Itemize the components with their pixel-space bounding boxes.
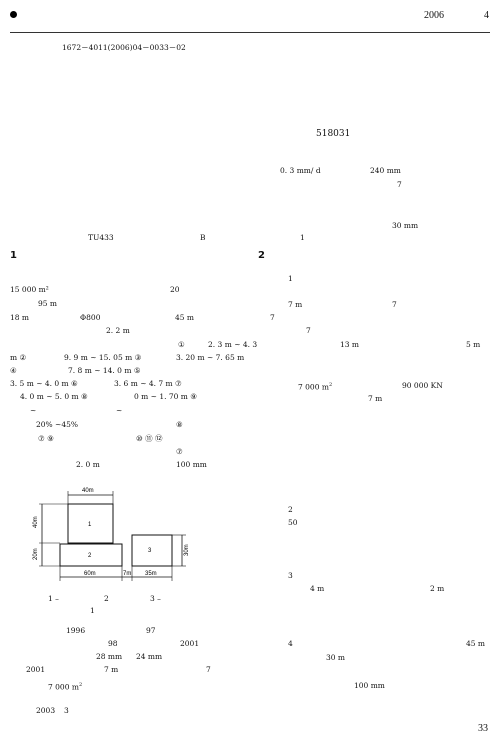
body-text: 3. 20 m ~ 7. 65 m [176, 353, 245, 362]
body-text: 28 mm [96, 652, 123, 661]
block-2 [59, 543, 123, 567]
body-text: 100 mm [354, 681, 385, 690]
body-text: 3. 6 m ~ 4. 7 m ⑦ [114, 379, 182, 388]
abstract-text: 240 mm [370, 166, 401, 175]
header-issue: 4 [484, 10, 489, 21]
dim-bottom1-label: 60m [84, 571, 96, 577]
body-text: 13 m [340, 340, 360, 349]
body-text: ④ [10, 366, 17, 375]
body-text: ~ [30, 406, 37, 415]
body-text: ① [178, 340, 185, 349]
body-text: 7 m [368, 394, 383, 403]
body-text: 30 m [326, 653, 346, 662]
class-code: TU433 [88, 233, 114, 242]
body-text: 20 [170, 285, 180, 294]
body-text: Φ800 [80, 313, 101, 322]
body-text: 4 m [310, 584, 325, 593]
dim-right-label: 30m [184, 544, 190, 556]
body-text: ⑦ ⑨ [38, 434, 54, 443]
dim-top-label: 40m [82, 488, 94, 494]
figure-caption: 2 [104, 594, 109, 603]
body-text: ⑩ ⑪ ⑫ [136, 434, 163, 443]
body-text: 7 [206, 665, 211, 674]
page-number: 33 [478, 723, 488, 734]
body-text: 4 [288, 639, 293, 648]
body-text: 7 [306, 326, 311, 335]
body-text: m ② [10, 353, 27, 362]
block-3 [131, 534, 173, 567]
block-1 [67, 503, 114, 544]
figure-caption: 1 – [48, 594, 59, 603]
body-text: 98 [108, 639, 118, 648]
body-text: 2. 3 m ~ 4. 3 [208, 340, 258, 349]
dim-left2-label: 20m [33, 548, 39, 560]
body-text: 50 [288, 518, 298, 527]
body-text: 7 [392, 300, 397, 309]
body-text: 7 000 m2 [48, 682, 83, 692]
body-text: 1 [288, 274, 293, 283]
body-text: 90 000 KN [402, 381, 443, 390]
block-1-label: 1 [88, 522, 92, 528]
dim-bottom3-label: 35m [145, 571, 157, 577]
body-text: 0 m ~ 1. 70 m ⑨ [134, 392, 198, 401]
body-text: 3 [64, 706, 69, 715]
abstract-text: 30 mm [392, 221, 419, 230]
body-text: 7. 8 m ~ 14. 0 m ⑤ [68, 366, 141, 375]
body-text: 5 m [466, 340, 481, 349]
body-text: 9. 9 m ~ 15. 05 m ③ [64, 353, 142, 362]
body-text: 45 m [175, 313, 195, 322]
body-text: 7 000 m2 [298, 382, 333, 392]
journal-mark [10, 11, 17, 18]
abstract-text: 1 [300, 233, 305, 242]
body-text: 2 [288, 505, 293, 514]
body-text: ⑧ [176, 420, 183, 429]
body-text: 45 m [466, 639, 486, 648]
body-text: 7 m [288, 300, 303, 309]
body-text: 2003 [36, 706, 56, 715]
body-text: 24 mm [136, 652, 163, 661]
body-text: 95 m [38, 299, 58, 308]
issn-line: 1672－4011(2006)04－0033－02 [62, 43, 186, 52]
body-text: 2 m [430, 584, 445, 593]
body-text: 15 000 m² [10, 285, 49, 294]
body-text: 7 [270, 313, 275, 322]
body-text: 7 m [104, 665, 119, 674]
block-3-label: 3 [148, 548, 152, 554]
body-text: 100 mm [176, 460, 207, 469]
body-text: 2. 0 m [76, 460, 100, 469]
block-2-label: 2 [88, 553, 92, 559]
doc-code: B [200, 233, 206, 242]
body-text: 4. 0 m ~ 5. 0 m ⑧ [20, 392, 88, 401]
body-text: 3. 5 m ~ 4. 0 m ⑥ [10, 379, 78, 388]
postcode: 518031 [316, 129, 351, 139]
abstract-text: 7 [397, 180, 402, 189]
dim-left1-label: 40m [33, 516, 39, 528]
figure-number: 1 [90, 606, 95, 615]
body-text: 97 [146, 626, 156, 635]
body-text: 2001 [26, 665, 46, 674]
body-text: 1996 [66, 626, 86, 635]
figure-caption: 3 – [150, 594, 161, 603]
body-text: 2. 2 m [106, 326, 130, 335]
body-text: 3 [288, 571, 293, 580]
body-text: ~ [116, 406, 123, 415]
section-2-heading: 2 [258, 250, 265, 261]
section-1-heading: 1 [10, 250, 17, 261]
body-text: 18 m [10, 313, 30, 322]
header-rule [10, 32, 490, 33]
site-plan-figure: 40m 40m 20m 30m 60m 7m 35m 1 2 3 [30, 482, 220, 588]
body-text: ⑦ [176, 447, 183, 456]
body-text: 2001 [180, 639, 200, 648]
abstract-text: 0. 3 mm/ d [280, 166, 321, 175]
header-year: 2006 [424, 10, 444, 21]
body-text: 20% ~45% [36, 420, 79, 429]
dim-bottom2-label: 7m [123, 571, 131, 577]
